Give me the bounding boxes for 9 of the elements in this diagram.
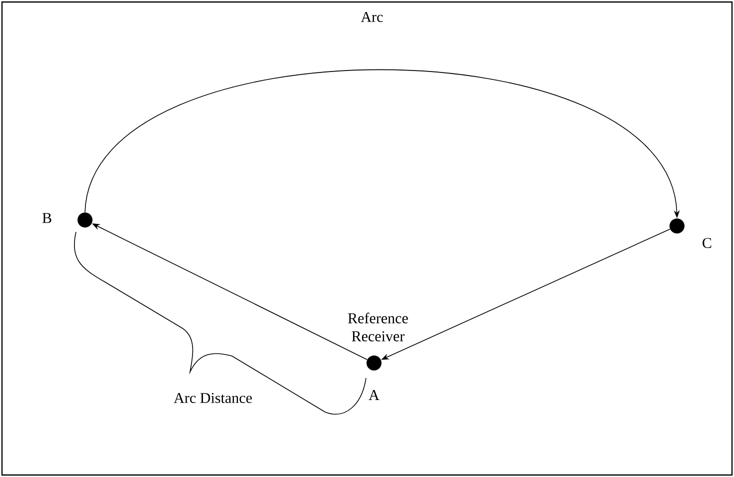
point-label: B bbox=[42, 213, 52, 223]
point-dot bbox=[670, 218, 684, 234]
edge-label: Arc bbox=[360, 12, 383, 22]
brace-label: Arc Distance bbox=[174, 392, 252, 404]
point-dot bbox=[366, 356, 382, 370]
point-dot bbox=[78, 212, 92, 228]
point-label: A bbox=[368, 390, 380, 400]
point-label: Reference Receiver bbox=[348, 312, 408, 342]
point-label: C bbox=[702, 238, 712, 248]
